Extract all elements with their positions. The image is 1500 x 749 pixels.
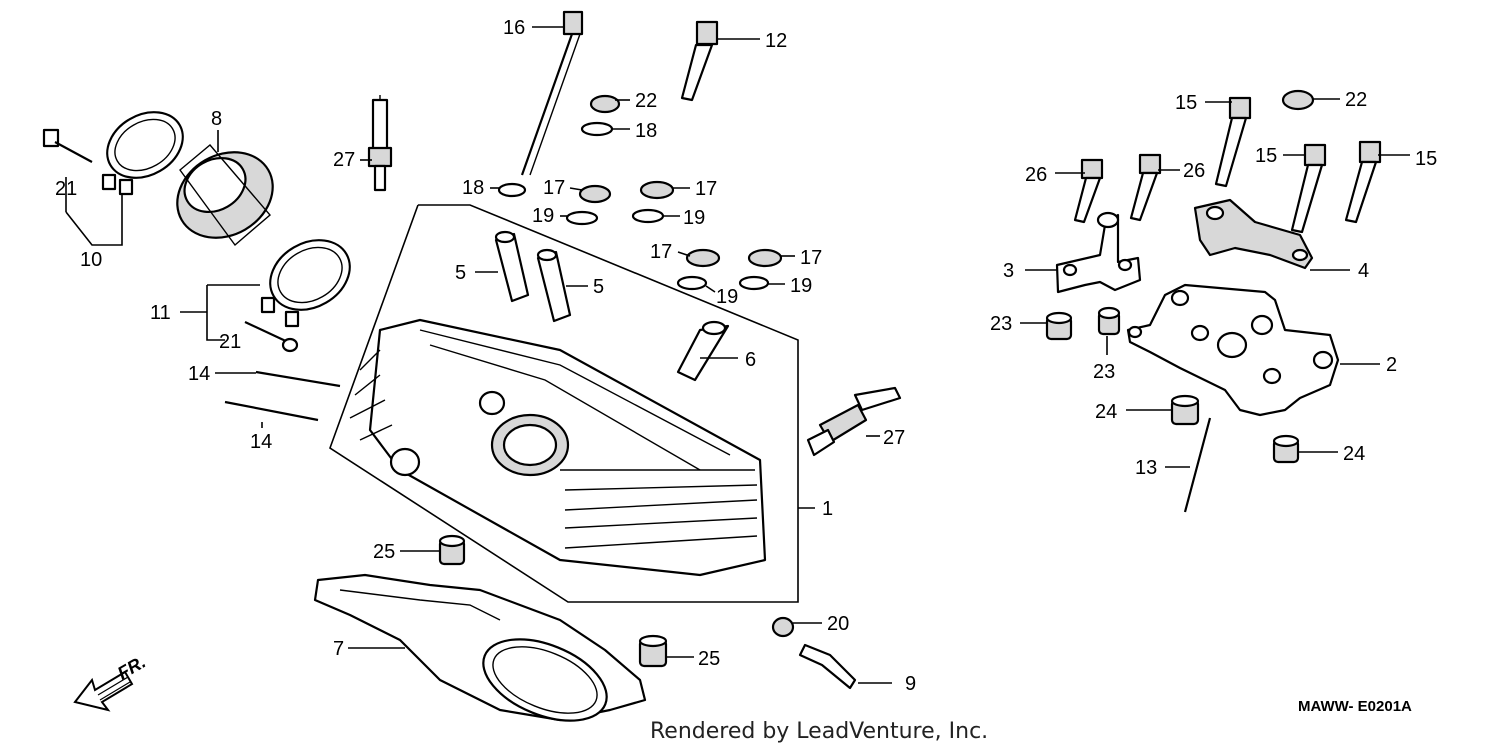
callout-19-a: 19 <box>532 205 554 227</box>
callout-23-b: 23 <box>1093 361 1115 383</box>
callout-4: 4 <box>1358 260 1369 282</box>
callout-5-b: 5 <box>593 276 604 298</box>
leader-lines <box>65 26 1410 684</box>
nut-17-c[interactable] <box>685 248 721 268</box>
callout-21-lower: 21 <box>219 331 241 353</box>
callout-15-c: 15 <box>1415 148 1437 170</box>
callout-12: 12 <box>765 30 787 52</box>
intake-insulator[interactable] <box>162 135 289 254</box>
oil-bolt-9[interactable] <box>798 643 857 690</box>
bolt-15-c[interactable] <box>1344 140 1382 224</box>
bolt-21-lower[interactable] <box>244 321 299 353</box>
callout-27-upper: 27 <box>333 149 355 171</box>
callout-17-b: 17 <box>695 178 717 200</box>
callout-17-c: 17 <box>650 241 672 263</box>
bolt-26-b[interactable] <box>1129 153 1162 222</box>
cylinder-head-cover[interactable] <box>1126 283 1340 417</box>
nut-22-upper[interactable] <box>589 94 621 114</box>
callout-26-b: 26 <box>1183 160 1205 182</box>
washer-19-d[interactable] <box>738 275 770 291</box>
callout-17-a: 17 <box>543 177 565 199</box>
callout-15-b: 15 <box>1255 145 1277 167</box>
callout-9: 9 <box>905 673 916 695</box>
bolt-12[interactable] <box>680 20 719 102</box>
callout-23-a: 23 <box>990 313 1012 335</box>
spark-plug-lower[interactable] <box>806 386 902 457</box>
cylinder-head-group-outline <box>329 204 799 603</box>
insulator-band-upper[interactable] <box>95 99 194 196</box>
callout-22-right: 22 <box>1345 89 1367 111</box>
nut-17-a[interactable] <box>578 184 612 204</box>
credit-line: Rendered by LeadVenture, Inc. <box>650 719 988 744</box>
washer-20[interactable] <box>771 616 795 638</box>
callout-labels: 16 12 22 18 27 18 17 17 19 19 17 17 19 1… <box>55 17 1437 695</box>
bolt-15-a[interactable] <box>1214 96 1252 188</box>
callout-14-b: 14 <box>250 431 272 453</box>
callout-15-a: 15 <box>1175 92 1197 114</box>
front-arrow-icon <box>73 670 134 712</box>
callout-26-a: 26 <box>1025 164 1047 186</box>
rocker-shaft-holder[interactable] <box>1055 211 1142 294</box>
callout-21-upper: 21 <box>55 178 77 200</box>
cylinder-head[interactable] <box>349 318 767 577</box>
callout-24-b: 24 <box>1343 443 1365 465</box>
callout-17-d: 17 <box>800 247 822 269</box>
stud-14-b[interactable] <box>224 400 319 422</box>
callout-27-lower: 27 <box>883 427 905 449</box>
dowel-23-a[interactable] <box>1045 311 1073 341</box>
callout-13: 13 <box>1135 457 1157 479</box>
callout-6: 6 <box>745 349 756 371</box>
bolt-16[interactable] <box>520 10 584 176</box>
spark-plug-upper[interactable] <box>367 95 393 192</box>
washer-19-c[interactable] <box>676 275 708 291</box>
insulator-band-lower[interactable] <box>258 226 363 328</box>
callout-22-upper: 22 <box>635 90 657 112</box>
washer-19-a[interactable] <box>565 210 599 226</box>
valve-guide-b[interactable] <box>536 248 572 323</box>
nut-22-right[interactable] <box>1281 89 1315 111</box>
callout-16: 16 <box>503 17 525 39</box>
valve-guide-a[interactable] <box>494 230 530 303</box>
dowel-24-a[interactable] <box>1170 394 1200 426</box>
callout-18-lower: 18 <box>462 177 484 199</box>
callout-24-a: 24 <box>1095 401 1117 423</box>
dowel-25-b[interactable] <box>638 634 668 668</box>
drawing-code: MAWW- E0201A <box>1298 698 1412 715</box>
callout-19-c: 19 <box>716 286 738 308</box>
callout-5-a: 5 <box>455 262 466 284</box>
washer-19-b[interactable] <box>631 208 665 224</box>
nut-17-d[interactable] <box>747 248 783 268</box>
nut-17-b[interactable] <box>639 180 675 200</box>
dowel-23-b[interactable] <box>1097 306 1121 336</box>
callout-2: 2 <box>1386 354 1397 376</box>
callout-19-d: 19 <box>790 275 812 297</box>
callout-14-a: 14 <box>188 363 210 385</box>
callout-25-a: 25 <box>373 541 395 563</box>
washer-18-a[interactable] <box>580 121 614 137</box>
callout-19-b: 19 <box>683 207 705 229</box>
valve-guide-exhaust[interactable] <box>676 320 730 382</box>
callout-18-upper: 18 <box>635 120 657 142</box>
dowel-24-b[interactable] <box>1272 434 1300 464</box>
callout-3: 3 <box>1003 260 1014 282</box>
callout-7: 7 <box>333 638 344 660</box>
callout-8: 8 <box>211 108 222 130</box>
bolt-21-upper[interactable] <box>42 128 93 163</box>
bolt-15-b[interactable] <box>1290 143 1327 234</box>
washer-18-b[interactable] <box>497 182 527 198</box>
callout-25-b: 25 <box>698 648 720 670</box>
cylinder-head-gasket[interactable] <box>313 573 647 737</box>
bolt-26-a[interactable] <box>1073 158 1104 224</box>
callout-20: 20 <box>827 613 849 635</box>
stud-13[interactable] <box>1183 417 1212 513</box>
dowel-25-a[interactable] <box>438 534 466 566</box>
callout-11: 11 <box>150 302 171 324</box>
front-direction-marker: FR. <box>73 652 149 712</box>
stud-14-a[interactable] <box>255 370 341 388</box>
callout-1: 1 <box>822 498 833 520</box>
rocker-bracket[interactable] <box>1193 198 1314 270</box>
callout-10: 10 <box>80 249 102 271</box>
